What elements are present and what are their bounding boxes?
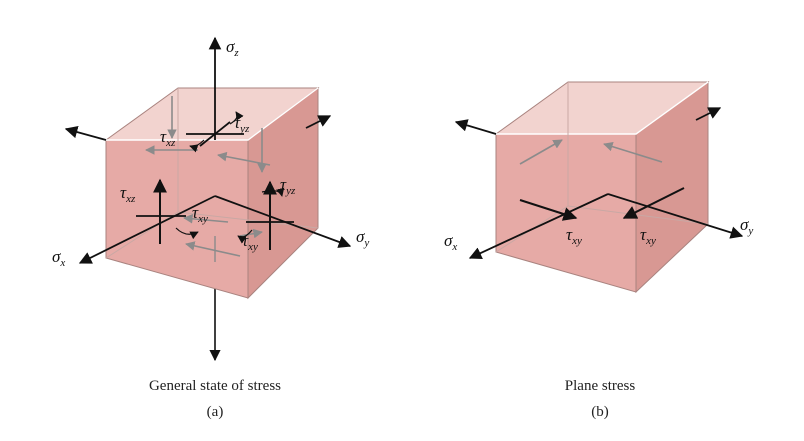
- label-tau-yz-top: τyz: [234, 113, 250, 135]
- label-tau-yz-right: τyz: [280, 175, 296, 197]
- cube-a-top-edge-highlight: [106, 87, 319, 141]
- tau-xy-front-arrow: [519, 199, 578, 221]
- cube-a-front-face: [105, 139, 249, 299]
- hidden-arrow: [603, 141, 663, 163]
- top-face-cross: [199, 121, 231, 147]
- label-tau-xz-top: τxz: [160, 127, 176, 149]
- tau-xy-right-arrow: [622, 187, 685, 219]
- curved-shear-arrow: [237, 229, 253, 244]
- cube-b-top-edge-highlight: [496, 81, 709, 135]
- label-tau-xy-front: τxy: [192, 203, 208, 225]
- neg-x-arrow: [64, 125, 107, 141]
- panel-a: σz τxz τyz τxz τyz τxy τxy σy σx: [52, 36, 369, 362]
- hidden-arrow: [519, 139, 563, 165]
- panel-b: τxy τxy σy σx: [444, 81, 753, 294]
- label-tau-xy-right: τxy: [242, 231, 258, 253]
- sigma-x-arrow: [78, 195, 216, 264]
- label-tau-xy-front: τxy: [566, 225, 582, 247]
- caption-b: Plane stress: [564, 378, 636, 394]
- label-sigma-x: σx: [52, 247, 65, 269]
- label-tau-xz-front: τxz: [120, 183, 136, 205]
- curved-shear-arrow: [175, 227, 199, 240]
- neg-y-arrow: [305, 115, 332, 129]
- hidden-arrow: [185, 241, 241, 257]
- label-a: (a): [206, 404, 224, 420]
- label-sigma-y: σy: [356, 227, 369, 249]
- label-b: (b): [591, 404, 609, 420]
- neg-y-arrow: [695, 107, 722, 121]
- label-sigma-z: σz: [226, 37, 239, 59]
- label-sigma-y: σy: [740, 215, 753, 237]
- label-sigma-x: σx: [444, 231, 457, 253]
- curved-shear-arrow: [261, 187, 285, 197]
- curved-shear-arrow: [189, 139, 205, 153]
- sigma-x-arrow: [468, 193, 609, 259]
- label-tau-xy-right: τxy: [640, 225, 656, 247]
- sigma-y-arrow: [607, 193, 744, 239]
- sigma-y-arrow: [214, 195, 352, 248]
- caption-a: General state of stress: [148, 378, 282, 394]
- hidden-arrow: [239, 228, 263, 239]
- curved-shear-arrow: [229, 111, 244, 125]
- neg-x-arrow: [454, 119, 497, 135]
- hidden-arrow: [183, 214, 229, 224]
